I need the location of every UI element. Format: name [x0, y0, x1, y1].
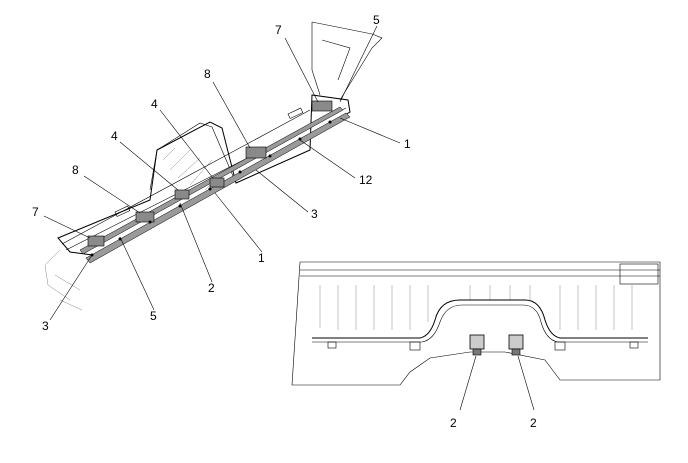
clip-8-rear	[245, 146, 267, 159]
callout-7-top: 7	[275, 23, 282, 37]
callout-3-left: 3	[42, 319, 49, 333]
edge-clips	[327, 341, 639, 351]
callout-2-rear-left: 2	[450, 416, 457, 430]
clip-7-front	[87, 235, 105, 247]
retainer-strip-lower	[85, 112, 351, 264]
clip-4-rear	[209, 177, 225, 188]
callout-5-bottom: 5	[150, 309, 157, 323]
callout-1-top: 1	[404, 137, 411, 151]
callout-12: 12	[359, 173, 373, 187]
callout-4-lower: 4	[111, 129, 118, 143]
fastener-left	[469, 334, 485, 356]
rear-corner-box	[619, 263, 659, 285]
slot-front	[114, 205, 131, 217]
liner-center-hump-inner	[312, 304, 648, 343]
bed-wall-outline	[44, 249, 83, 311]
cab-outline	[311, 21, 383, 101]
callout-7-left: 7	[32, 205, 39, 219]
wheel-arch-shading	[162, 147, 226, 191]
callout-5-top: 5	[373, 13, 380, 27]
rear-bed-frame	[291, 261, 661, 386]
callout-8-top: 8	[204, 67, 211, 81]
callout-8-lower: 8	[72, 163, 79, 177]
callout-4-upper: 4	[151, 97, 158, 111]
slot-rear	[287, 107, 304, 119]
clip-8-front	[135, 211, 155, 223]
clip-4-front	[174, 189, 190, 200]
leader-lines-top	[43, 25, 401, 321]
callout-2-rear-right: 2	[530, 416, 537, 430]
fastener-right	[508, 334, 524, 356]
callout-2-top: 2	[208, 281, 215, 295]
bolt-dots	[90, 120, 332, 257]
callout-3-right: 3	[311, 207, 318, 221]
leader-lines-rear	[459, 355, 535, 411]
clip-7-rear	[311, 100, 333, 112]
callout-1-bottom: 1	[258, 251, 265, 265]
bed-top-view: 7 5 8 1 4 12 4 8 3 7 1 2 5 3	[32, 13, 411, 333]
bed-ribs	[319, 285, 633, 330]
bed-rear-view: 2 2	[291, 261, 661, 430]
liner-center-hump	[312, 299, 648, 339]
